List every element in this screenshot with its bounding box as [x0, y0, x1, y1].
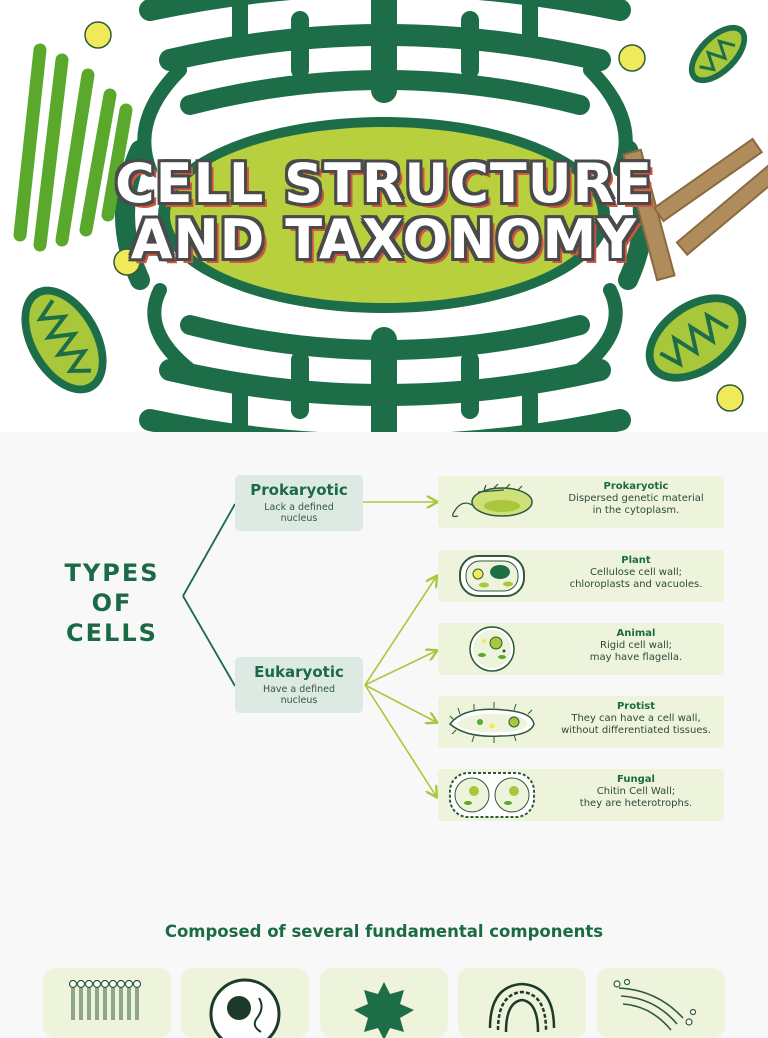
- cell-illustration: [13, 0, 768, 432]
- group-title: Eukaryotic: [254, 663, 344, 681]
- connector-heading-prokaryotic: [182, 503, 236, 597]
- arrow-to-animal-card: [364, 651, 436, 686]
- card-desc: Cellulose cell wall; chloroplasts and va…: [569, 567, 703, 590]
- group-desc-line-1: Lack a defined: [264, 502, 334, 513]
- group-desc-line-2: nucleus: [280, 695, 318, 706]
- types-of-cells-heading: TYPES OF CELLS: [44, 558, 180, 648]
- protist-icon: [448, 702, 535, 743]
- golgi-icon: [613, 978, 697, 1031]
- diagram-connectors: [182, 432, 768, 866]
- component-card-er: [458, 968, 586, 1038]
- component-card-membrane: [43, 968, 171, 1038]
- arrow-to-plant-card: [364, 577, 436, 686]
- card-desc: Chitin Cell Wall; they are heterotrophs.: [579, 786, 693, 809]
- group-title: Prokaryotic: [250, 481, 348, 499]
- hero-title-line-1: CELL STRUCTURE: [114, 152, 654, 215]
- group-desc-line-1: Have a defined: [262, 684, 336, 695]
- card-animal: Animal Rigid cell wall; may have flagell…: [438, 623, 724, 675]
- endoplasmic-reticulum-icon: [488, 982, 556, 1033]
- bacterium-icon: [452, 483, 533, 518]
- card-desc: Rigid cell wall; may have flagella.: [589, 640, 683, 663]
- card-title: Protist: [616, 701, 656, 712]
- connector-heading-eukaryotic: [182, 595, 236, 687]
- card-title: Prokaryotic: [603, 481, 669, 492]
- card-title: Animal: [616, 628, 656, 639]
- card-prokaryotic: Prokaryotic Dispersed genetic material i…: [438, 476, 724, 528]
- card-title: Plant: [621, 555, 651, 566]
- group-eukaryotic: Eukaryotic Have a defined nucleus: [235, 657, 363, 713]
- group-desc-line-2: nucleus: [280, 513, 318, 524]
- components-heading: Composed of several fundamental componen…: [164, 922, 604, 941]
- types-of-cells-section: TYPES OF CELLS Prokaryotic Lack a define…: [0, 432, 768, 866]
- plant-cell-icon: [459, 555, 525, 597]
- animal-cell-icon: [469, 626, 515, 672]
- card-plant: Plant Cellulose cell wall; chloroplasts …: [438, 550, 724, 602]
- heading-line-2: OF CELLS: [66, 589, 158, 647]
- hero-title-line-2: AND TAXONOMY: [130, 208, 638, 271]
- components-section: Composed of several fundamental componen…: [0, 866, 768, 1038]
- cytoplasm-blob-icon: [354, 982, 414, 1038]
- card-fungal: Fungal Chitin Cell Wall; they are hetero…: [438, 769, 724, 821]
- arrow-to-fungal-card: [364, 684, 436, 796]
- component-card-golgi: [597, 968, 725, 1038]
- card-desc: They can have a cell wall, without diffe…: [561, 713, 711, 736]
- hero-banner: CELL STRUCTURE AND TAXONOMY: [0, 0, 768, 432]
- component-card-cytoplasm: [320, 968, 448, 1038]
- fungal-cell-icon: [449, 772, 535, 818]
- heading-line-1: TYPES: [64, 559, 160, 587]
- card-desc: Dispersed genetic material in the cytopl…: [568, 493, 704, 516]
- card-title: Fungal: [617, 774, 655, 785]
- arrow-to-protist-card: [364, 684, 436, 722]
- component-card-nucleus: [181, 968, 309, 1038]
- nucleus-icon: [209, 978, 281, 1038]
- group-prokaryotic: Prokaryotic Lack a defined nucleus: [235, 475, 363, 531]
- card-protist: Protist They can have a cell wall, witho…: [438, 696, 724, 748]
- membrane-icon: [68, 979, 142, 1020]
